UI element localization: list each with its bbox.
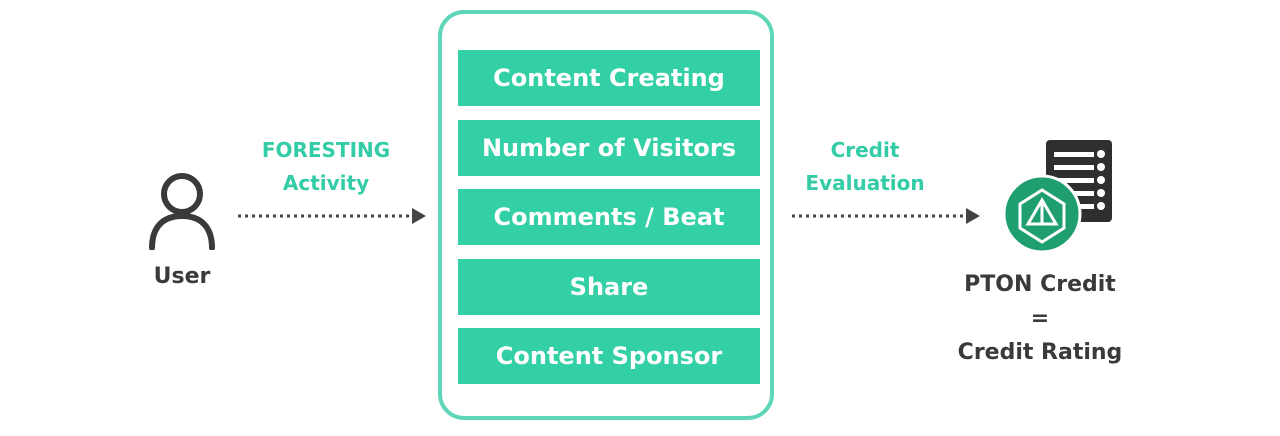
activity-item: Content Sponsor (458, 328, 760, 384)
user-label: User (153, 264, 211, 289)
evaluation-label-line-2: Evaluation (805, 171, 925, 195)
credit-result-label: PTON Credit = Credit Rating (930, 268, 1150, 370)
activity-label-line-2: Activity (282, 171, 370, 195)
user-node: User (130, 170, 234, 289)
activity-item: Number of Visitors (458, 120, 760, 176)
activity-item: Content Creating (458, 50, 760, 106)
credit-result-line-1: PTON Credit (964, 272, 1116, 297)
arrow-to-credit (792, 208, 980, 224)
activity-label: FORESTING Activity (236, 134, 416, 200)
activity-item: Comments / Beat (458, 189, 760, 245)
credit-report-icon (1002, 140, 1112, 254)
evaluation-label-line-1: Credit (830, 138, 900, 162)
activity-label-line-1: FORESTING (261, 138, 391, 162)
activity-item: Share (458, 259, 760, 315)
credit-result-line-2: = (1030, 306, 1050, 331)
evaluation-label: Credit Evaluation (790, 134, 940, 200)
arrow-to-activities (238, 208, 426, 224)
user-icon (149, 173, 215, 250)
credit-result-line-3: Credit Rating (957, 340, 1123, 365)
